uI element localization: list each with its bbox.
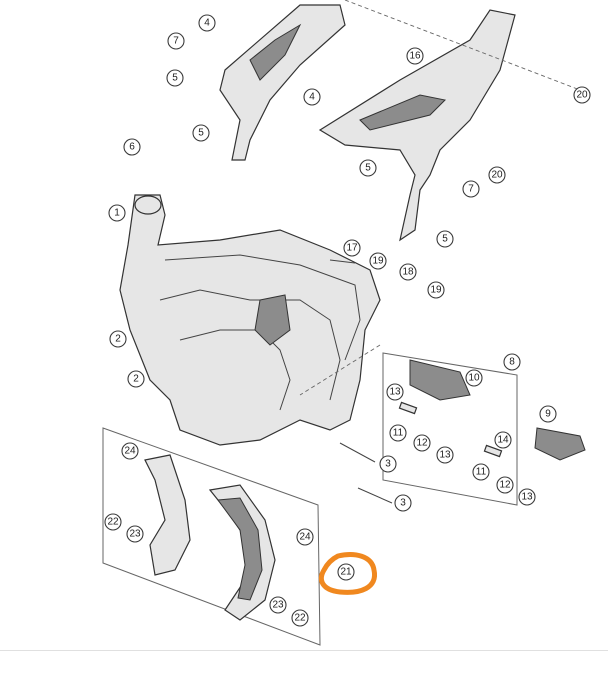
svg-text:23: 23 (129, 529, 141, 540)
svg-text:11: 11 (393, 428, 404, 439)
callout-17: 18 (399, 263, 417, 281)
svg-text:12: 12 (499, 480, 511, 491)
svg-text:21: 21 (340, 567, 352, 578)
subframe (219, 0, 581, 242)
svg-text:16: 16 (409, 51, 421, 62)
svg-text:19: 19 (430, 285, 442, 296)
callout-10: 10 (465, 369, 483, 387)
highlight-annotation (318, 552, 377, 595)
callout-18: 17 (343, 239, 361, 257)
bolts (329, 259, 393, 504)
callout-2-a: 2 (109, 330, 127, 348)
callout-22-b: 22 (291, 609, 309, 627)
callout-12-b: 12 (496, 476, 514, 494)
svg-text:8: 8 (509, 357, 515, 368)
svg-text:2: 2 (133, 374, 139, 385)
svg-text:24: 24 (299, 532, 311, 543)
callout-5-a: 5 (166, 69, 184, 87)
svg-text:14: 14 (497, 435, 509, 446)
svg-text:7: 7 (468, 184, 474, 195)
bottom-bar (0, 650, 608, 695)
callout-4-b: 4 (303, 88, 321, 106)
svg-text:18: 18 (402, 267, 414, 278)
callout-1: 1 (108, 204, 126, 222)
svg-text:12: 12 (416, 438, 428, 449)
svg-text:13: 13 (521, 492, 533, 503)
svg-text:22: 22 (107, 517, 119, 528)
callout-8: 8 (503, 353, 521, 371)
svg-text:4: 4 (309, 92, 315, 103)
svg-text:24: 24 (124, 446, 136, 457)
svg-text:5: 5 (172, 73, 178, 84)
callout-6: 6 (123, 138, 141, 156)
callout-24-b: 24 (296, 528, 314, 546)
svg-text:17: 17 (346, 243, 358, 254)
svg-text:2: 2 (115, 334, 121, 345)
main-frame (119, 194, 381, 446)
svg-text:11: 11 (476, 467, 487, 478)
callout-4-a: 4 (198, 14, 216, 32)
svg-text:22: 22 (294, 613, 306, 624)
callout-7-a: 7 (167, 32, 185, 50)
footpeg-kit-box (382, 352, 586, 506)
svg-text:4: 4 (204, 18, 210, 29)
callout-20-a: 20 (573, 86, 591, 104)
callout-11-b: 11 (472, 463, 490, 481)
svg-text:1: 1 (114, 208, 120, 219)
svg-text:9: 9 (545, 409, 551, 420)
callout-9: 9 (539, 405, 557, 423)
callout-22-a: 22 (104, 513, 122, 531)
frame-guard-box (102, 427, 321, 646)
callout-11-a: 11 (389, 424, 407, 442)
svg-text:13: 13 (389, 387, 401, 398)
callout-3-b: 3 (394, 494, 412, 512)
svg-text:6: 6 (129, 142, 135, 153)
callout-5-d: 5 (436, 230, 454, 248)
callout-2-b: 2 (127, 370, 145, 388)
callout-5-b: 5 (192, 124, 210, 142)
callout-16: 16 (406, 47, 424, 65)
callout-5-c: 5 (359, 159, 377, 177)
svg-text:20: 20 (491, 170, 503, 181)
callout-21: 21 (337, 563, 355, 581)
svg-text:3: 3 (385, 459, 391, 470)
svg-text:10: 10 (468, 373, 480, 384)
callout-14-b: 14 (494, 431, 512, 449)
callout-12-a: 12 (413, 434, 431, 452)
svg-text:13: 13 (439, 450, 451, 461)
svg-text:5: 5 (442, 234, 448, 245)
svg-text:23: 23 (272, 600, 284, 611)
callout-13-b: 13 (518, 488, 536, 506)
callout-3-a: 3 (379, 455, 397, 473)
svg-text:20: 20 (576, 90, 588, 101)
svg-text:7: 7 (173, 36, 179, 47)
callout-14-a: 13 (386, 383, 404, 401)
callout-24-a: 24 (121, 442, 139, 460)
callout-13-a: 13 (436, 446, 454, 464)
callout-23-a: 23 (126, 525, 144, 543)
svg-text:3: 3 (400, 498, 406, 509)
callout-23-b: 23 (269, 596, 287, 614)
svg-text:19: 19 (372, 256, 384, 267)
callout-19-a: 19 (369, 252, 387, 270)
svg-text:5: 5 (365, 163, 371, 174)
callout-19-b: 19 (427, 281, 445, 299)
callout-7-b: 7 (462, 180, 480, 198)
callout-20-b: 20 (488, 166, 506, 184)
svg-text:5: 5 (198, 128, 204, 139)
